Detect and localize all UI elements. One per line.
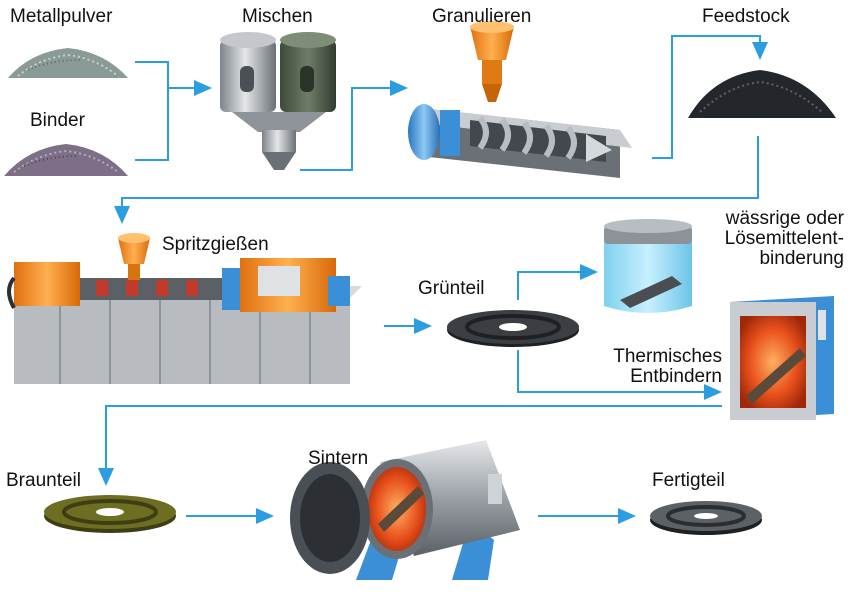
label-green-part: Grünteil <box>418 278 485 299</box>
flow-arrows <box>98 35 768 524</box>
label-thermal-debinding-line1: Thermisches <box>613 346 722 367</box>
injection-molding-machine <box>7 233 362 384</box>
arrow-green-part-to-solvent <box>517 264 598 300</box>
green-part-disc <box>447 310 579 347</box>
label-finished-part: Fertigteil <box>652 470 725 491</box>
label-solvent-debinding-line3: binderung <box>759 248 844 269</box>
label-thermal-debinding-line2: Entbindern <box>630 366 722 387</box>
arrow-powder-to-mixer <box>135 61 212 96</box>
arrow-green-part-to-thermal <box>517 350 722 400</box>
thermal-debinding-oven <box>730 296 834 420</box>
label-sintering: Sintern <box>308 448 369 469</box>
arrow-binder-to-mixer <box>135 88 169 161</box>
label-metal-powder: Metallpulver <box>10 6 113 27</box>
arrow-mixer-to-granulator <box>300 80 408 171</box>
solvent-debinding-jar <box>604 219 692 313</box>
arrow-feedstock-to-molding <box>114 136 759 224</box>
finished-part-disc <box>650 501 762 535</box>
label-solvent-debinding-line1: wässrige oder <box>725 208 844 229</box>
metal-powder-pile <box>8 48 128 78</box>
label-binder: Binder <box>30 110 85 131</box>
label-injection-molding: Spritzgießen <box>162 234 269 255</box>
label-solvent-debinding-line2: Lösemittelent- <box>724 228 844 249</box>
label-feedstock: Feedstock <box>702 6 790 27</box>
binder-pile <box>4 144 128 176</box>
arrow-granulator-to-feedstock <box>652 35 768 159</box>
feedstock-pile <box>688 70 836 118</box>
label-mixing: Mischen <box>242 6 313 27</box>
mixer-machine <box>220 32 336 170</box>
label-granulating: Granulieren <box>432 6 532 27</box>
sintering-furnace <box>290 440 520 580</box>
granulator-machine <box>408 21 632 178</box>
arrow-thermal-to-brown-part <box>98 405 722 486</box>
label-brown-part: Braunteil <box>6 470 81 491</box>
brown-part-disc <box>44 495 176 533</box>
